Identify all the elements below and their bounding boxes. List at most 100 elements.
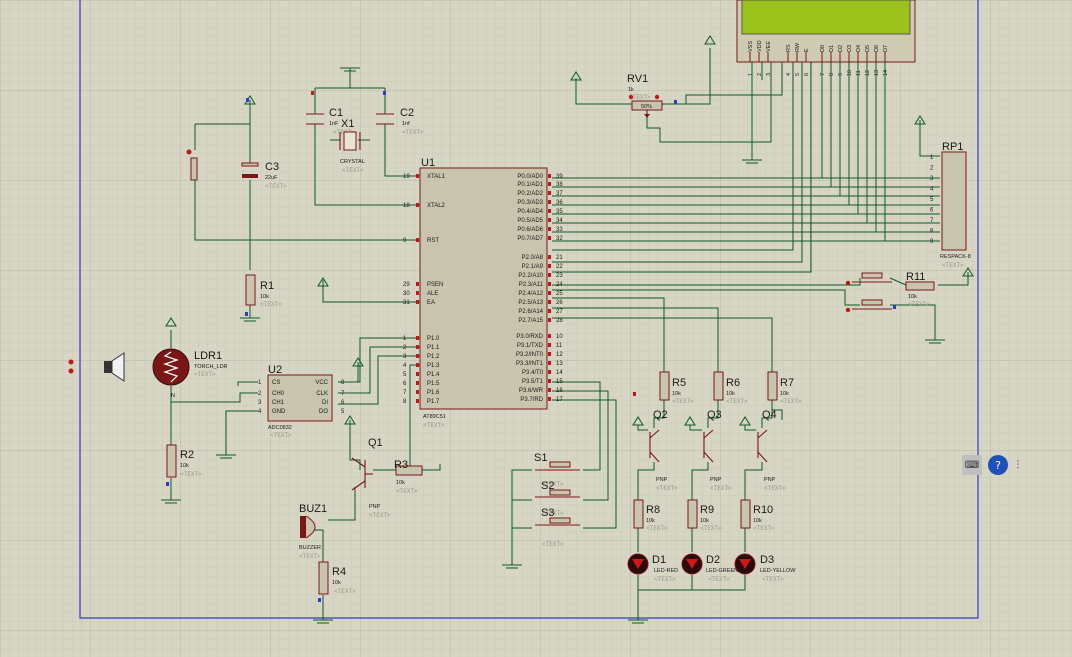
- lcd-pin-label: VDD: [757, 40, 763, 52]
- u1-pin-name: XTAL1: [427, 174, 446, 180]
- keyboard-icon[interactable]: ⌨: [962, 455, 982, 475]
- wires: [170, 48, 969, 620]
- rp1-pin-number: 2: [930, 166, 934, 172]
- lcd-pin-number: 14: [883, 70, 889, 76]
- d3-value: LED-YELLOW: [760, 568, 796, 574]
- lcd-pin-label: D4: [856, 45, 862, 52]
- s2-switch[interactable]: S2 <TEXT>: [535, 480, 580, 517]
- s3-switch[interactable]: S3 <TEXT>: [535, 507, 580, 548]
- d2-value: LED-GREEN: [706, 568, 738, 574]
- d3-led[interactable]: D3 LED-YELLOW <TEXT>: [734, 553, 796, 583]
- q1-placeholder: <TEXT>: [369, 512, 391, 519]
- torch-light-source[interactable]: [68, 352, 125, 382]
- r11-resistor[interactable]: R11 10k <TEXT>: [905, 271, 935, 308]
- rv1-potentiometer[interactable]: 50% RV1 1k <TEXT>: [627, 73, 663, 118]
- rp1-pin-number: 8: [930, 229, 934, 235]
- r5-resistor[interactable]: R5 10k <TEXT>: [659, 371, 694, 405]
- rp1-pin-number: 1: [930, 155, 934, 161]
- u2-pin-name: VCC: [315, 380, 328, 386]
- r4-resistor[interactable]: R4 10k <TEXT>: [318, 561, 356, 595]
- u1-pin-marker: [548, 388, 551, 392]
- buz1-ref: BUZ1: [299, 503, 327, 515]
- u2-pin-name: CS: [272, 380, 280, 386]
- r7-value: 10k: [780, 391, 789, 397]
- u1-pin-marker: [548, 300, 551, 304]
- r4-placeholder: <TEXT>: [334, 588, 356, 595]
- c3-capacitor[interactable]: C3 22uF <TEXT>: [241, 161, 287, 190]
- s1-switch[interactable]: S1 <TEXT>: [534, 452, 580, 488]
- right-switch-lower[interactable]: [845, 299, 892, 313]
- u1-pin-marker: [548, 379, 551, 383]
- ldr1-sensor[interactable]: LDR1 TORCH_LDR <TEXT> N: [152, 348, 228, 399]
- u1-pin-name: P1.6: [427, 390, 440, 396]
- u1-pin-name: P2.4/A12: [518, 291, 543, 297]
- u1-pin-name: P0.2/AD2: [517, 191, 543, 197]
- r6-placeholder: <TEXT>: [726, 398, 748, 405]
- u1-pin-number: 33: [556, 227, 563, 233]
- r9-resistor[interactable]: R9 10k <TEXT>: [687, 499, 722, 532]
- q3-transistor[interactable]: Q3 PNP <TEXT>: [703, 409, 732, 492]
- u2-pin-name: CH0: [272, 391, 285, 397]
- lcd-pin-number: 7: [820, 73, 826, 76]
- q1-transistor[interactable]: Q1 PNP <TEXT>: [351, 437, 391, 519]
- r1-resistor[interactable]: R1 10k <TEXT>: [245, 274, 282, 308]
- u1-pin-number: 31: [403, 300, 410, 306]
- q4-transistor[interactable]: Q4 PNP <TEXT>: [757, 409, 786, 492]
- d1-led[interactable]: D1 LED-RED <TEXT>: [627, 553, 678, 583]
- q2-transistor[interactable]: Q2 PNP <TEXT>: [649, 409, 678, 492]
- x1-crystal[interactable]: X1 CRYSTAL <TEXT>: [339, 118, 365, 174]
- u1-pin-name: P1.0: [427, 336, 440, 342]
- u1-pin-number: 18: [403, 203, 410, 209]
- lcd-pin-label: D7: [883, 45, 889, 52]
- u1-pin-number: 11: [556, 343, 563, 349]
- u1-pin-number: 5: [403, 372, 407, 378]
- u1-pin-number: 22: [556, 264, 563, 270]
- c2-capacitor[interactable]: C2 1nf <TEXT>: [376, 107, 424, 136]
- r6-resistor[interactable]: R6 10k <TEXT>: [713, 371, 748, 405]
- u1-pin-number: 30: [403, 291, 410, 297]
- r1-ref: R1: [260, 280, 274, 292]
- u1-pin-name: P0.5/AD5: [517, 218, 543, 224]
- u1-pin-number: 35: [556, 209, 563, 215]
- x1-value: CRYSTAL: [340, 159, 365, 165]
- d2-led[interactable]: D2 LED-GREEN <TEXT>: [681, 553, 738, 583]
- u1-pin-marker: [548, 218, 551, 222]
- r10-resistor[interactable]: R10 10k <TEXT>: [740, 499, 775, 532]
- buz1-buzzer[interactable]: BUZ1 BUZZER <TEXT>: [299, 503, 327, 560]
- d2-ref: D2: [706, 554, 720, 566]
- rv1-percent: 50%: [641, 104, 652, 110]
- more-options-icon[interactable]: ⋮: [1013, 460, 1023, 470]
- u1-pin-name: P2.1/A9: [522, 264, 544, 270]
- s2-placeholder: <TEXT>: [542, 510, 564, 517]
- r8-resistor[interactable]: R8 10k <TEXT>: [633, 499, 668, 532]
- u1-pin-marker: [416, 381, 419, 385]
- r2-resistor[interactable]: R2 10k <TEXT>: [166, 444, 202, 478]
- q2-ref: Q2: [653, 409, 668, 421]
- right-switch-upper[interactable]: [845, 272, 892, 286]
- u1-pin-name: P2.3/A11: [519, 282, 544, 288]
- c2-ref: C2: [400, 107, 414, 119]
- ldr1-placeholder: <TEXT>: [194, 371, 216, 378]
- r7-resistor[interactable]: R7 10k <TEXT>: [767, 371, 802, 405]
- lcd-pin-group: VSS1VDD2VEE3RS4RW5E6D07D18D29D310D411D51…: [748, 40, 889, 76]
- help-icon[interactable]: ?: [988, 455, 1008, 475]
- lcd-pin-label: RS: [786, 44, 792, 52]
- lcd-display[interactable]: VSS1VDD2VEE3RS4RW5E6D07D18D29D310D411D51…: [736, 0, 916, 76]
- r3-resistor[interactable]: R3 10k <TEXT>: [394, 459, 423, 495]
- u1-pin-name: P0.6/AD6: [517, 227, 543, 233]
- u1-pin-number: 38: [556, 182, 563, 188]
- u1-pin-name: P0.0/AD0: [517, 174, 543, 180]
- u1-pin-marker: [548, 209, 551, 213]
- u1-pin-marker: [416, 291, 419, 295]
- q1-ref: Q1: [368, 437, 383, 449]
- u1-pin-number: 2: [403, 345, 407, 351]
- u1-pin-number: 24: [556, 282, 563, 288]
- reset-switch[interactable]: [186, 149, 198, 181]
- q1-value: PNP: [369, 504, 381, 510]
